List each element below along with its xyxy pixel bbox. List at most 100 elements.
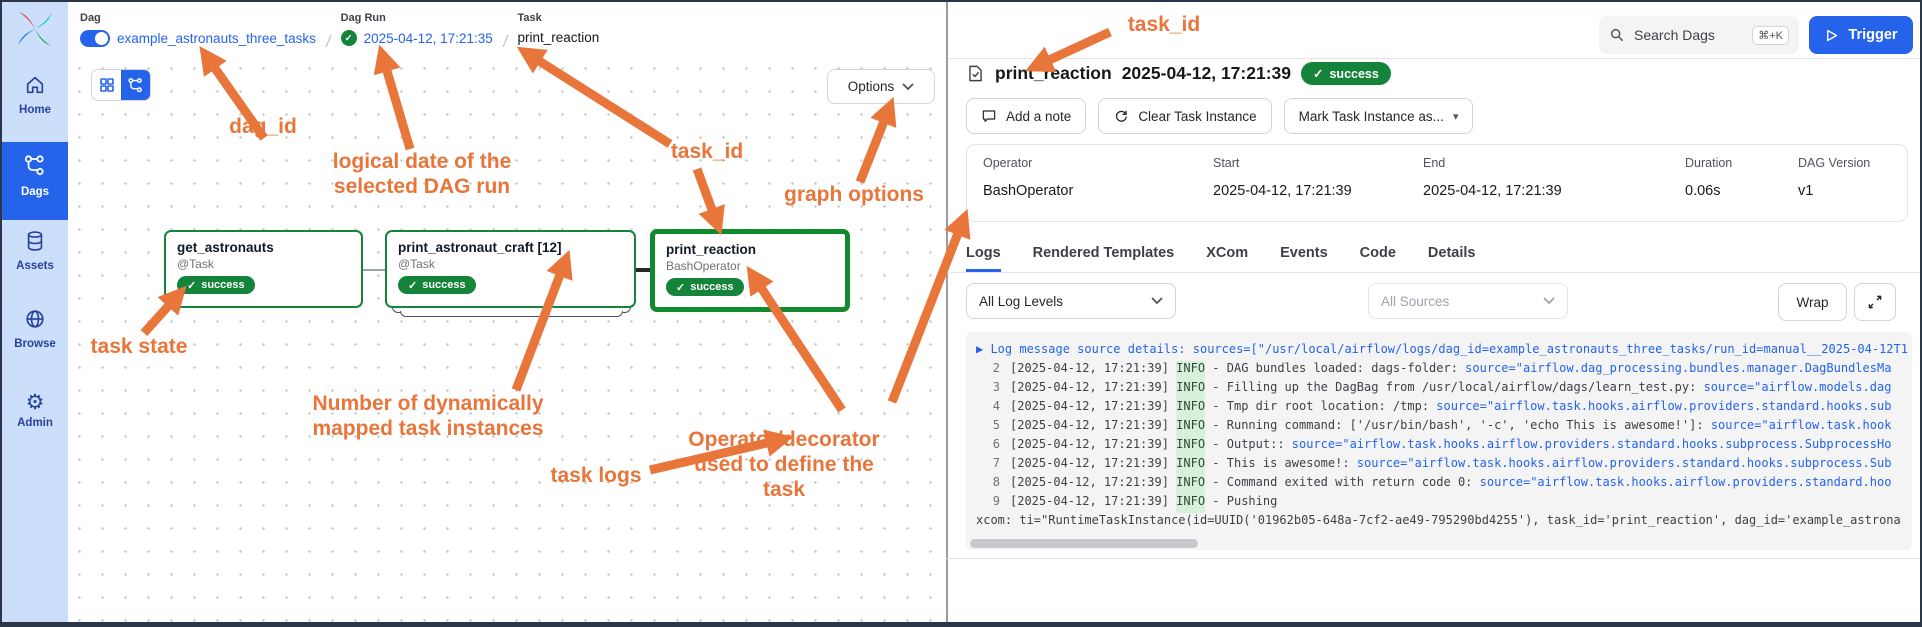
annotation-label: task_id	[1127, 13, 1201, 36]
tab-events[interactable]: Events	[1280, 245, 1328, 261]
log-line-number: 2	[992, 361, 1000, 375]
breadcrumb-dag-run: Dag Run ✓ 2025-04-12, 17:21:35	[340, 12, 493, 46]
annotation-label: Number of dynamically mapped task instan…	[312, 392, 544, 440]
annotation-label: Operator/decorator used to define the ta…	[688, 428, 880, 501]
sidebar-item-label: Assets	[16, 260, 54, 272]
sidebar-item-label: Dags	[20, 186, 50, 198]
refresh-icon	[1116, 110, 1128, 122]
fullscreen-logs-button[interactable]	[1854, 283, 1896, 321]
sidebar-item-label: Home	[19, 104, 51, 116]
assets-icon	[27, 231, 43, 251]
sidebar-item-label: Admin	[17, 417, 53, 429]
log-line-number: 3	[992, 380, 1000, 394]
log-line-number: 8	[992, 475, 1000, 489]
task-status-badge: ✓success	[666, 278, 744, 296]
search-icon	[1610, 28, 1624, 42]
sidebar-item-admin[interactable]: ⚙ Admin	[2, 391, 68, 430]
wrap-button[interactable]: Wrap	[1778, 283, 1847, 321]
mapped-stack-layer	[400, 311, 623, 317]
log-line: 6[2025-04-12, 17:21:39] INFO - Output:: …	[976, 437, 1912, 456]
annotation-label: dag_id	[229, 115, 297, 138]
chevron-down-icon	[902, 83, 914, 90]
search-shortcut-badge: ⌘+K	[1752, 25, 1789, 45]
log-line-number: 4	[992, 399, 1000, 413]
log-sources-value: All Sources	[1381, 293, 1450, 309]
tab-rendered-templates[interactable]: Rendered Templates	[1032, 245, 1175, 261]
gear-icon: ⚙	[25, 391, 45, 414]
task-node-title: print_astronaut_craft [12]	[398, 240, 562, 255]
trigger-button[interactable]: Trigger	[1809, 16, 1913, 54]
note-icon	[982, 110, 996, 122]
check-icon: ✓	[408, 279, 418, 292]
task-instance-title: print_reaction	[995, 63, 1112, 83]
edge-get-astronauts-to-print-astronaut-craft	[363, 269, 385, 271]
graph-icon	[128, 77, 142, 92]
task-node-get-astronauts[interactable]: get_astronauts @Task ✓success	[164, 230, 363, 308]
panel-divider[interactable]	[946, 2, 948, 622]
log-line[interactable]: ▶ Log message source details: sources=["…	[976, 342, 1908, 356]
log-line-number: 6	[992, 437, 1000, 451]
mark-task-instance-as-button[interactable]: Mark Task Instance as... ▾	[1283, 98, 1474, 134]
horizontal-scrollbar-thumb[interactable]	[970, 539, 1198, 548]
annotation-label: task logs	[550, 464, 642, 487]
chevron-down-icon	[1151, 297, 1163, 305]
view-toggle	[91, 69, 151, 101]
edge-print-astronaut-craft-to-print-reaction	[636, 268, 650, 272]
dags-icon	[24, 155, 44, 176]
dag-pause-toggle[interactable]	[80, 30, 110, 47]
breadcrumb-dag-run-link[interactable]: 2025-04-12, 17:21:35	[363, 30, 493, 46]
annotation-label: graph options	[784, 183, 924, 206]
task-node-print-astronaut-craft[interactable]: print_astronaut_craft [12] @Task ✓succes…	[385, 230, 636, 308]
sidebar-item-assets[interactable]: Assets	[2, 230, 68, 272]
log-line-number: 9	[992, 494, 1000, 508]
log-line: 9[2025-04-12, 17:21:39] INFO - Pushing	[976, 494, 1912, 513]
topbar-separator	[948, 58, 1920, 59]
log-sources-select[interactable]: All Sources	[1368, 283, 1568, 319]
search-placeholder: Search Dags	[1634, 27, 1715, 43]
tab-logs[interactable]: Logs	[966, 245, 1001, 272]
tab-xcom[interactable]: XCom	[1206, 245, 1249, 261]
task-node-subtitle: @Task	[398, 257, 435, 271]
search-dags-input[interactable]: Search Dags ⌘+K	[1599, 16, 1799, 54]
check-icon: ✓	[676, 281, 686, 294]
clear-task-instance-button[interactable]: Clear Task Instance	[1098, 98, 1272, 134]
breadcrumb-dag-label: Dag	[80, 12, 101, 24]
graph-options-button[interactable]: Options	[827, 69, 935, 104]
task-node-print-reaction[interactable]: print_reaction BashOperator ✓success	[650, 229, 850, 312]
browse-icon	[26, 310, 44, 328]
check-icon: ✓	[1313, 67, 1324, 81]
wrap-label: Wrap	[1796, 294, 1829, 310]
grid-icon	[99, 78, 114, 92]
tab-details[interactable]: Details	[1427, 245, 1476, 261]
log-line: 3[2025-04-12, 17:21:39] INFO - Filling u…	[976, 380, 1912, 399]
log-line: 8[2025-04-12, 17:21:39] INFO - Command e…	[976, 475, 1912, 494]
task-node-subtitle: @Task	[177, 257, 214, 271]
expand-icon	[1868, 295, 1882, 309]
graph-canvas[interactable]	[68, 57, 946, 622]
log-line: 4[2025-04-12, 17:21:39] INFO - Tmp dir r…	[976, 399, 1912, 418]
sidebar-item-browse[interactable]: Browse	[2, 308, 68, 350]
airflow-logo-icon	[18, 12, 52, 46]
breadcrumb-task-value: print_reaction	[517, 30, 600, 45]
graph-view-button[interactable]	[121, 70, 150, 100]
clear-task-instance-label: Clear Task Instance	[1138, 108, 1257, 124]
breadcrumb-dag-link[interactable]: example_astronauts_three_tasks	[117, 31, 316, 46]
log-levels-select[interactable]: All Log Levels	[966, 283, 1176, 319]
annotation-label: task state	[90, 335, 188, 358]
task-instance-tabs: Logs Rendered Templates XCom Events Code…	[946, 240, 1920, 273]
sidebar: Home Dags Assets Browse ⚙ Admin	[2, 2, 68, 622]
task-node-subtitle: BashOperator	[666, 259, 741, 273]
add-note-button[interactable]: Add a note	[966, 98, 1087, 134]
log-line-number: 7	[992, 456, 1000, 470]
breadcrumb-separator: /	[501, 31, 509, 52]
sidebar-item-home[interactable]: Home	[2, 74, 68, 116]
sidebar-item-dags[interactable]: Dags	[2, 142, 68, 220]
grid-view-button[interactable]	[92, 70, 121, 100]
task-logs: ▶ Log message source details: sources=["…	[966, 332, 1912, 550]
task-instance-timestamp: 2025-04-12, 17:21:39	[1121, 63, 1291, 83]
sidebar-item-label: Browse	[14, 338, 56, 350]
tab-code[interactable]: Code	[1359, 245, 1396, 261]
